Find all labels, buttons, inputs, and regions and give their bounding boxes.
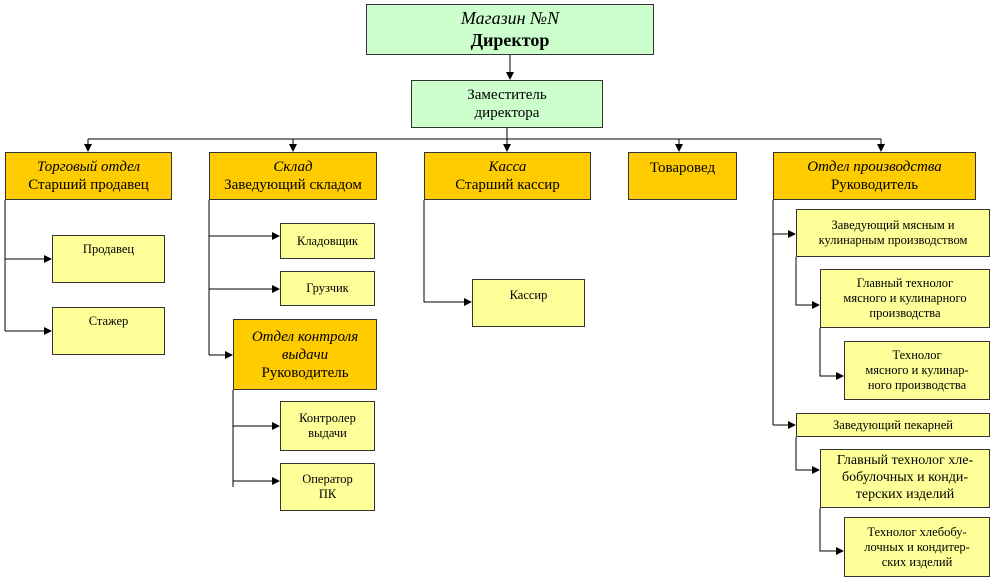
control-dept-box: Отдел контроля выдачи Руководитель: [233, 319, 377, 390]
cash-dept-head: Старший кассир: [455, 177, 560, 193]
cash-dept-box: Касса Старший кассир: [424, 152, 591, 200]
store-name: Магазин №N: [460, 7, 560, 28]
controller-line1: Контролер: [299, 411, 356, 425]
controller-box: Контролер выдачи: [280, 401, 375, 451]
seller-box: Продавец: [52, 235, 165, 283]
trainee-box: Стажер: [52, 307, 165, 355]
trade-dept-box: Торговый отдел Старший продавец: [5, 152, 172, 200]
director-title: Директор: [470, 29, 550, 50]
bakery-head-title: Заведующий пекарней: [833, 417, 953, 432]
bakery-chief-line1: Главный технолог хле-: [836, 453, 974, 469]
loader-box: Грузчик: [280, 271, 375, 306]
loader-title: Грузчик: [306, 281, 349, 295]
bakery-tech-box: Технолог хлебобу- лочных и кондитер- ски…: [844, 517, 990, 577]
meat-tech-line3: ного производства: [867, 378, 967, 392]
merchandiser-title: Товаровед: [649, 160, 716, 176]
deputy-line1: Заместитель: [467, 87, 547, 103]
control-dept-head: Руководитель: [261, 364, 349, 381]
storekeeper-title: Кладовщик: [296, 233, 359, 248]
storekeeper-box: Кладовщик: [280, 223, 375, 259]
meat-chief-line3: производства: [869, 306, 941, 320]
operator-line2: ПК: [318, 487, 337, 501]
director-box: Магазин №N Директор: [366, 4, 654, 55]
warehouse-box: Склад Заведующий складом: [209, 152, 377, 200]
merchandiser-box: Товаровед: [628, 152, 737, 200]
warehouse-head: Заведующий складом: [224, 177, 362, 193]
seller-title: Продавец: [82, 242, 135, 256]
trade-dept-head: Старший продавец: [28, 177, 149, 193]
cashier-title: Кассир: [509, 288, 548, 302]
deputy-line2: директора: [474, 105, 540, 121]
bakery-chief-line3: терских изделий: [855, 486, 955, 502]
bakery-tech-line2: лочных и кондитер-: [864, 539, 970, 554]
trainee-title: Стажер: [88, 314, 129, 328]
meat-head-line2: кулинарным производством: [818, 233, 968, 247]
bakery-tech-line1: Технолог хлебобу-: [867, 524, 967, 539]
meat-tech-box: Технолог мясного и кулинар- ного произво…: [844, 341, 990, 400]
production-dept-name: Отдел производства: [807, 159, 942, 175]
connector: [795, 437, 820, 474]
connector: [819, 508, 844, 555]
production-dept-box: Отдел производства Руководитель: [773, 152, 976, 200]
controller-line2: выдачи: [308, 426, 347, 440]
control-dept-name-2: выдачи: [281, 346, 329, 363]
bakery-tech-line3: ских изделий: [881, 554, 953, 569]
meat-tech-line1: Технолог: [892, 348, 942, 362]
warehouse-name: Склад: [273, 159, 313, 175]
meat-chief-line2: мясного и кулинарного: [843, 291, 967, 305]
bakery-head-box: Заведующий пекарней: [796, 413, 990, 437]
bakery-chief-box: Главный технолог хле- бобулочных и конди…: [820, 449, 990, 508]
meat-head-box: Заведующий мясным и кулинарным производс…: [796, 209, 990, 257]
control-dept-name-1: Отдел контроля: [251, 328, 359, 345]
bakery-chief-line2: бобулочных и конди-: [841, 470, 968, 486]
trade-dept-name: Торговый отдел: [36, 159, 140, 175]
connector: [423, 200, 472, 306]
meat-chief-box: Главный технолог мясного и кулинарного п…: [820, 269, 990, 328]
meat-tech-line2: мясного и кулинар-: [865, 363, 969, 377]
connector: [795, 257, 820, 309]
production-dept-head: Руководитель: [830, 177, 919, 193]
operator-line1: Оператор: [302, 472, 353, 486]
connector: [819, 328, 844, 380]
cash-dept-name: Касса: [488, 159, 527, 175]
deputy-box: Заместитель директора: [411, 80, 603, 128]
operator-box: Оператор ПК: [280, 463, 375, 511]
meat-head-line1: Заведующий мясным и: [831, 218, 955, 232]
meat-chief-line1: Главный технолог: [856, 276, 954, 290]
cashier-box: Кассир: [472, 279, 585, 327]
